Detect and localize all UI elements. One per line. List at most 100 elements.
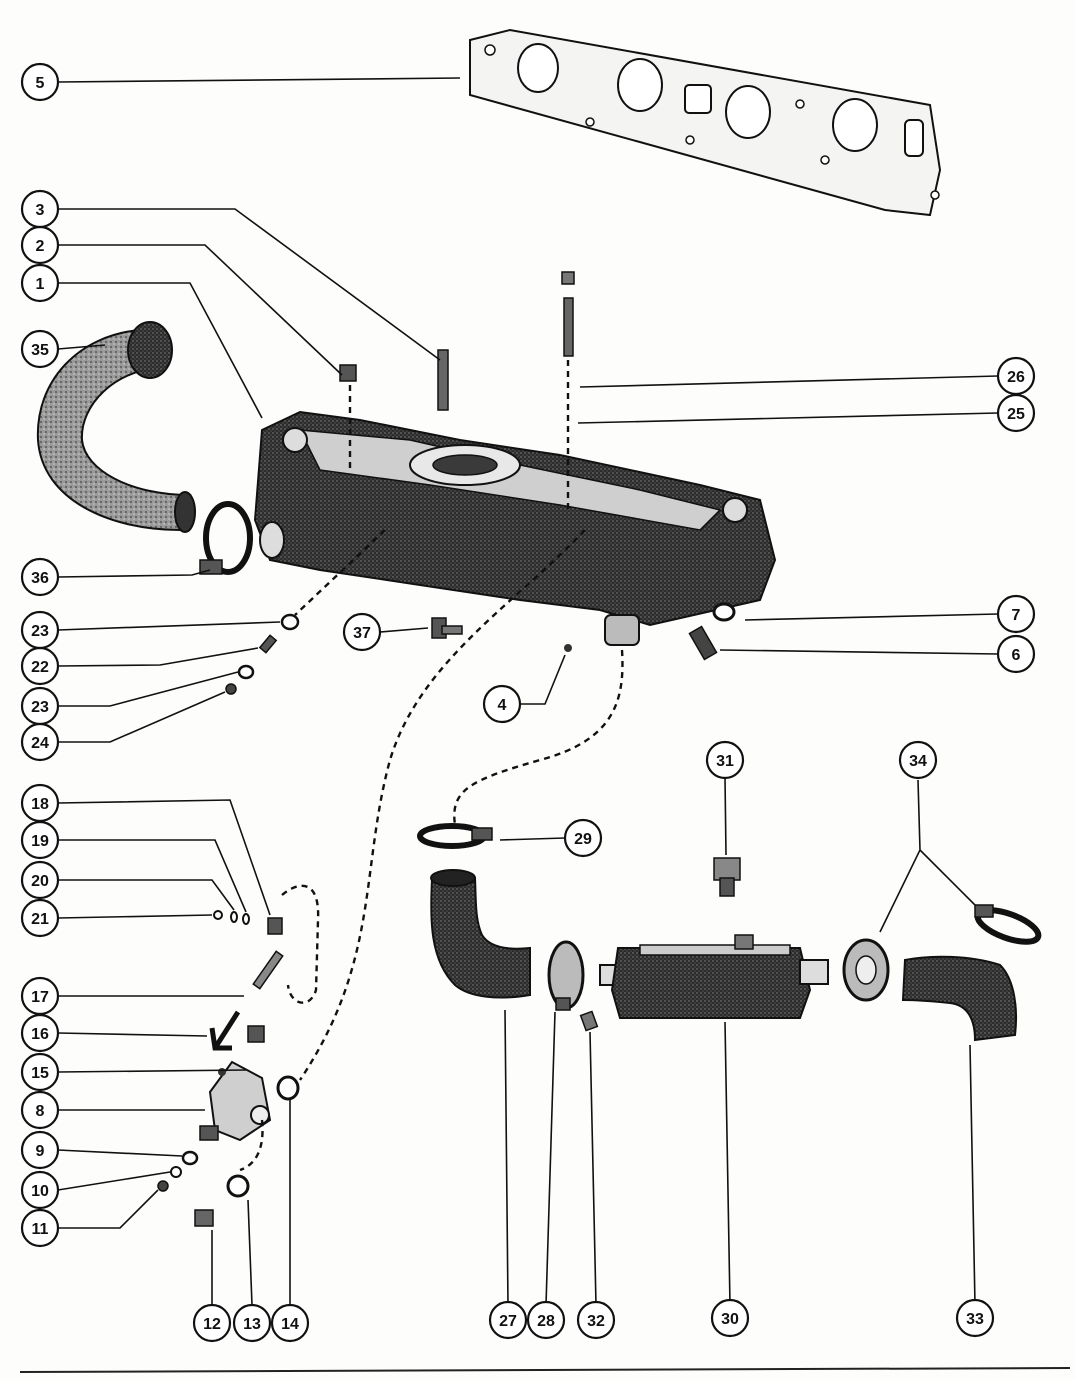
bolt-6 xyxy=(688,625,718,661)
callout-17: 17 xyxy=(20,976,60,1016)
callout-label: 7 xyxy=(1012,607,1021,624)
leader-35 xyxy=(57,344,106,350)
fitting-15 xyxy=(247,1025,265,1043)
callout-3: 3 xyxy=(20,189,60,229)
callout-label: 27 xyxy=(499,1313,517,1330)
leader-30 xyxy=(724,1021,731,1306)
screw-4 xyxy=(564,644,572,652)
callout-label: 19 xyxy=(31,833,49,850)
fitting-37 xyxy=(431,617,463,639)
leader-24 xyxy=(58,691,226,743)
callout-label: 4 xyxy=(498,697,507,714)
callout-circle xyxy=(563,818,603,858)
nut-21 xyxy=(213,910,223,920)
callout-circle xyxy=(488,1300,528,1340)
washer-23-upper xyxy=(280,613,300,631)
callout-label: 16 xyxy=(31,1026,49,1043)
callout-5: 5 xyxy=(20,62,60,102)
callout-35: 35 xyxy=(20,329,60,369)
callout-label: 31 xyxy=(716,753,734,770)
callout-circle xyxy=(710,1298,750,1338)
callout-14: 14 xyxy=(270,1303,310,1343)
assembly-line-14 xyxy=(299,529,586,1081)
callout-23a: 23 xyxy=(20,610,60,650)
callout-circle xyxy=(20,557,60,597)
valve-body-8 xyxy=(199,1060,272,1142)
callout-label: 21 xyxy=(31,911,49,928)
upper-hose xyxy=(36,321,196,533)
leader-3 xyxy=(58,208,441,361)
assembly-line-18 xyxy=(281,884,320,1004)
callout-9: 9 xyxy=(20,1130,60,1170)
callout-16: 16 xyxy=(20,1013,60,1053)
leader-22 xyxy=(57,647,259,667)
callout-circle xyxy=(996,356,1036,396)
callout-circle xyxy=(955,1298,995,1338)
hose-clamp-36 xyxy=(199,501,253,575)
plug-32 xyxy=(579,1010,599,1032)
callout-28: 28 xyxy=(526,1300,566,1340)
hose-clamp-34-lower xyxy=(842,938,890,1002)
callout-label: 2 xyxy=(36,238,45,255)
callout-label: 30 xyxy=(721,1311,739,1328)
callout-circle xyxy=(20,189,60,229)
leader-6 xyxy=(719,649,999,655)
leader-36 xyxy=(57,569,211,578)
callout-label: 20 xyxy=(31,873,49,890)
leader-15 xyxy=(57,1069,247,1073)
bottom-rule xyxy=(19,1367,1071,1373)
callout-2: 2 xyxy=(20,225,60,265)
callout-10: 10 xyxy=(20,1170,60,1210)
callout-circle xyxy=(482,684,522,724)
leader-10 xyxy=(57,1171,171,1191)
callout-33: 33 xyxy=(955,1298,995,1338)
callout-label: 18 xyxy=(31,796,49,813)
callout-label: 26 xyxy=(1007,369,1025,386)
callout-32: 32 xyxy=(576,1300,616,1340)
callout-11: 11 xyxy=(20,1208,60,1248)
callout-circle xyxy=(20,62,60,102)
nut-11 xyxy=(157,1180,169,1192)
callout-18: 18 xyxy=(20,783,60,823)
callout-label: 28 xyxy=(537,1313,555,1330)
cooler-30 xyxy=(599,934,829,1019)
leader-32 xyxy=(589,1031,597,1306)
callout-label: 22 xyxy=(31,659,49,676)
leader-19 xyxy=(58,839,247,913)
callout-circle xyxy=(20,1130,60,1170)
callout-circle xyxy=(232,1303,272,1343)
elbow-16 xyxy=(209,1010,241,1051)
leader-1 xyxy=(58,282,263,419)
callout-label: 32 xyxy=(587,1313,605,1330)
intake-gasket xyxy=(469,28,942,217)
callout-circle xyxy=(996,634,1036,674)
callout-label: 11 xyxy=(32,1221,49,1238)
callout-22: 22 xyxy=(20,646,60,686)
washer-23-lower xyxy=(237,664,255,680)
elbow-hose-33 xyxy=(901,955,1018,1042)
stud-3 xyxy=(437,349,449,411)
leader-4 xyxy=(520,654,566,705)
callout-circle xyxy=(20,329,60,369)
callout-circle xyxy=(20,263,60,303)
callout-circle xyxy=(526,1300,566,1340)
callout-circle xyxy=(20,860,60,900)
leader-34 xyxy=(879,779,976,933)
callout-4: 4 xyxy=(482,684,522,724)
callout-circle xyxy=(20,1170,60,1210)
leader-18 xyxy=(57,799,271,916)
callout-34: 34 xyxy=(898,740,938,780)
leader-7 xyxy=(744,613,999,621)
callout-19: 19 xyxy=(20,820,60,860)
callout-29: 29 xyxy=(563,818,603,858)
leader-26 xyxy=(579,375,999,388)
callout-circle xyxy=(576,1300,616,1340)
callout-circle xyxy=(20,1052,60,1092)
callout-20: 20 xyxy=(20,860,60,900)
callout-circle xyxy=(20,722,60,762)
leader-16 xyxy=(57,1032,208,1037)
callout-23b: 23 xyxy=(20,686,60,726)
callout-label: 34 xyxy=(909,753,927,770)
nut-24 xyxy=(225,683,237,695)
